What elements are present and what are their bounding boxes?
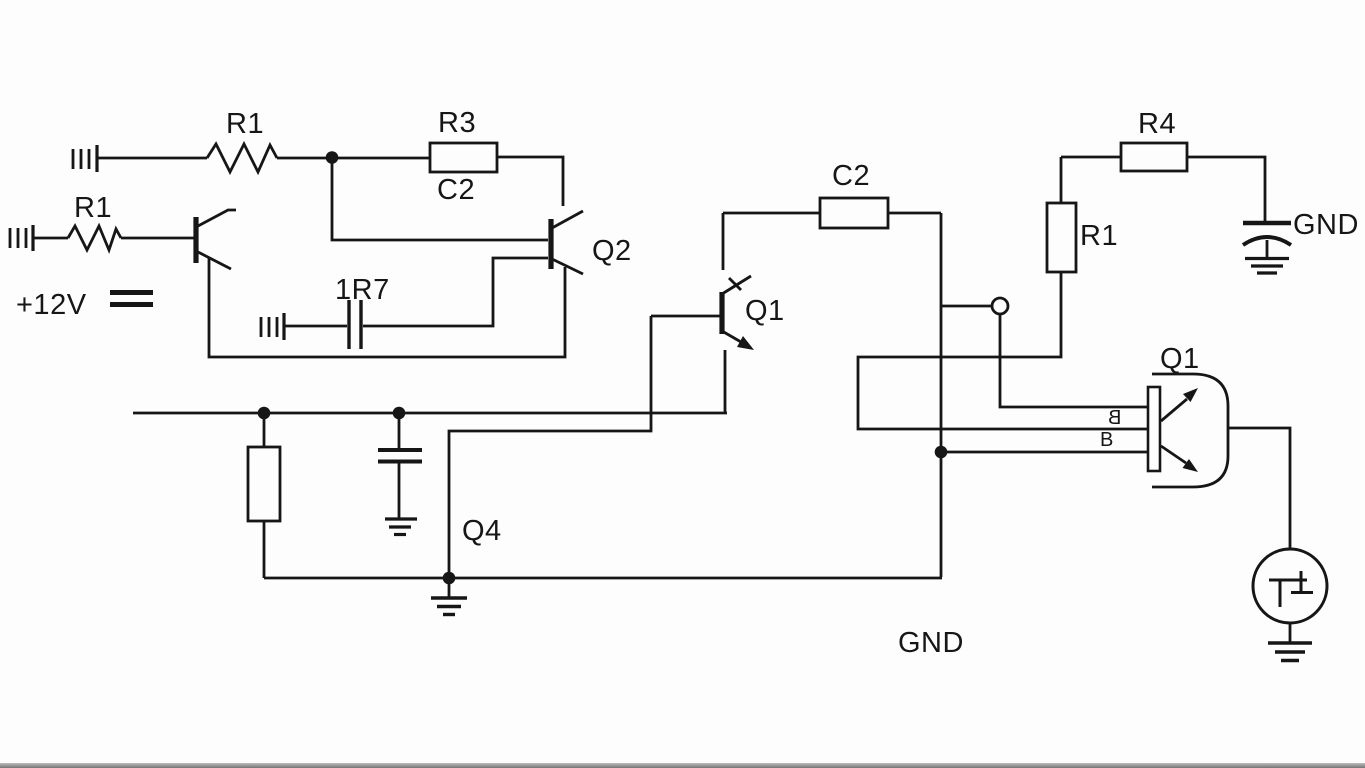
mirrored-b-glyph: B	[1108, 407, 1122, 429]
label-q4: Q4	[462, 515, 502, 547]
resistor-r4-box	[1061, 141, 1267, 222]
wire-q4-base-path	[447, 316, 653, 578]
label-r4: R4	[1138, 108, 1177, 140]
input-stub-icon-left	[8, 225, 35, 251]
label-pin-top-mirrored-b: B	[1108, 407, 1122, 429]
ground-symbol-mid	[385, 517, 417, 537]
label-1r7: 1R7	[335, 274, 390, 306]
capacitor-1r7	[284, 300, 363, 349]
label-q1-mid: Q1	[745, 295, 785, 327]
label-gnd-right: GND	[1293, 209, 1359, 241]
ground-symbol-bottom-left	[431, 578, 467, 617]
sensor-circle	[1251, 547, 1329, 642]
transistor-q2	[207, 157, 584, 359]
resistor-r1-right-box	[856, 157, 1149, 431]
resistor-r3-box	[428, 141, 565, 206]
resistor-r3-vertical	[246, 413, 282, 578]
capacitor-gnd-right	[1241, 220, 1293, 257]
resistor-r1-left	[33, 222, 194, 254]
label-q1-right: Q1	[1160, 343, 1200, 375]
label-r1-top: R1	[226, 108, 265, 140]
capacitor-mid	[378, 413, 422, 518]
transistor-left	[193, 208, 236, 271]
label-r1-left: R1	[74, 192, 113, 224]
transistor-q1-right	[1146, 372, 1292, 549]
supply-bars-icon	[110, 290, 153, 307]
bottom-edge-bar	[0, 763, 1365, 768]
label-supply-12v: +12V	[16, 289, 87, 321]
ground-symbol-bottom-right	[1268, 641, 1312, 663]
open-terminal	[941, 296, 1149, 409]
ground-symbol-top-right	[1245, 256, 1289, 275]
label-pin-bottom-b: B	[1100, 429, 1114, 451]
label-c2-mid: C2	[832, 160, 871, 192]
label-r1-right: R1	[1080, 220, 1119, 252]
input-stub-icon-1r7	[259, 313, 286, 340]
label-r3-top: R3	[438, 107, 477, 139]
resistor-r1-top	[97, 140, 430, 176]
label-gnd-bottom: GND	[898, 627, 964, 659]
transistor-q1-mid	[651, 213, 754, 413]
label-c2-under-r3: C2	[437, 174, 476, 206]
input-stub-icon-top	[71, 145, 99, 172]
capacitor-c2-box	[723, 196, 943, 577]
label-q2: Q2	[592, 235, 632, 267]
